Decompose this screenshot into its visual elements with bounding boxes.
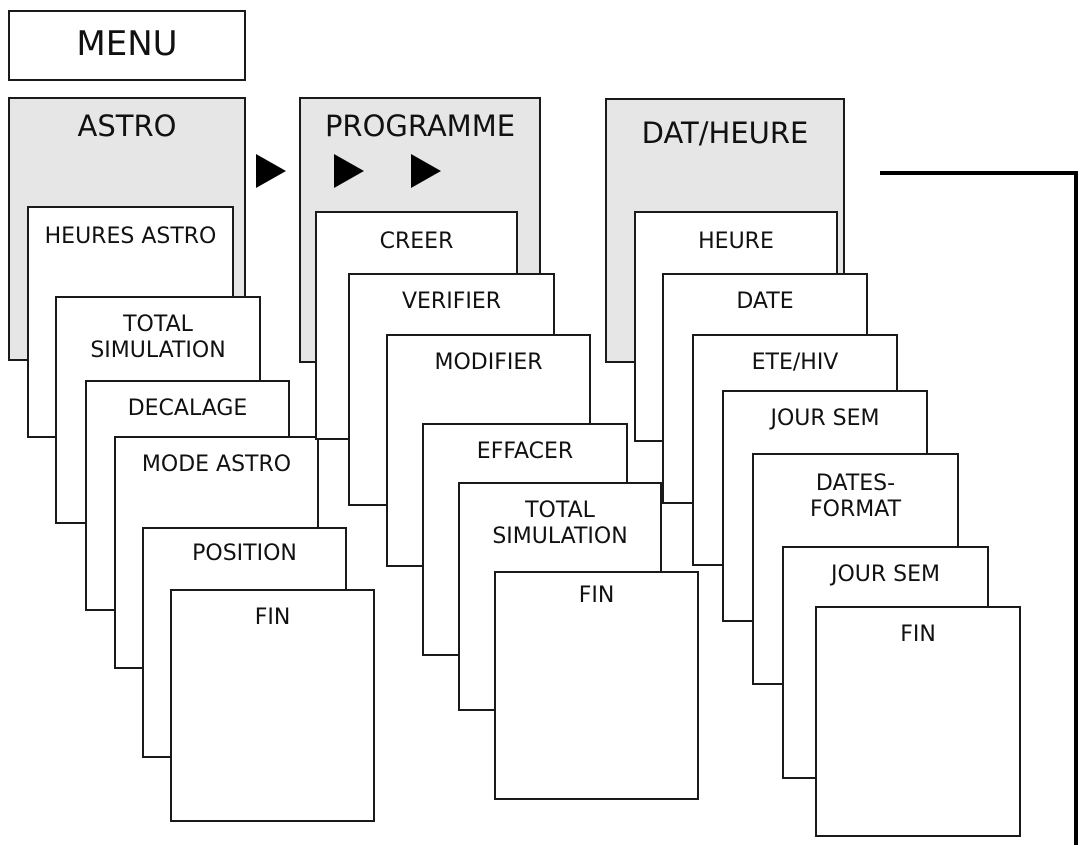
- dat-heure-header-label: DAT/HEURE: [641, 116, 809, 150]
- menu-label: MENU: [76, 24, 178, 64]
- menu-box[interactable]: MENU: [8, 10, 246, 81]
- astro-item-label: HEURES ASTRO: [44, 224, 217, 249]
- astro-item-label: DECALAGE: [127, 396, 248, 421]
- dat-heure-item-label: JOUR SEM: [770, 406, 880, 431]
- play-arrow-icon: [334, 154, 364, 188]
- dat-heure-item-label: ETE/HIV: [751, 350, 839, 375]
- astro-item-label: MODE ASTRO: [141, 452, 292, 477]
- dat-heure-item-fin[interactable]: FIN: [815, 606, 1021, 837]
- programme-item-label: MODIFIER: [434, 350, 543, 375]
- dat-heure-item-label: JOUR SEM: [830, 562, 941, 587]
- programme-item-fin[interactable]: FIN: [494, 571, 699, 800]
- programme-item-label: EFFACER: [476, 439, 574, 464]
- programme-item-label: VERIFIER: [401, 289, 502, 314]
- play-arrow-icon: [256, 154, 286, 188]
- play-arrow-icon: [411, 154, 441, 188]
- programme-item-label: TOTAL SIMULATION: [492, 498, 628, 550]
- return-bracket-side: [1074, 171, 1078, 845]
- astro-item-label: POSITION: [192, 541, 297, 566]
- dat-heure-item-label: HEURE: [698, 229, 774, 254]
- return-bracket-top: [880, 171, 1078, 175]
- dat-heure-item-label: DATE: [736, 289, 794, 314]
- astro-item-label: TOTAL SIMULATION: [90, 312, 226, 364]
- programme-item-label: FIN: [578, 583, 615, 608]
- dat-heure-item-label: FIN: [900, 622, 936, 647]
- astro-item-label: FIN: [254, 605, 291, 630]
- dat-heure-item-label: DATES- FORMAT: [809, 471, 902, 523]
- programme-header-label: PROGRAMME: [324, 109, 516, 143]
- astro-header-label: ASTRO: [77, 109, 177, 143]
- astro-item-fin[interactable]: FIN: [170, 589, 375, 822]
- programme-item-label: CREER: [379, 229, 454, 254]
